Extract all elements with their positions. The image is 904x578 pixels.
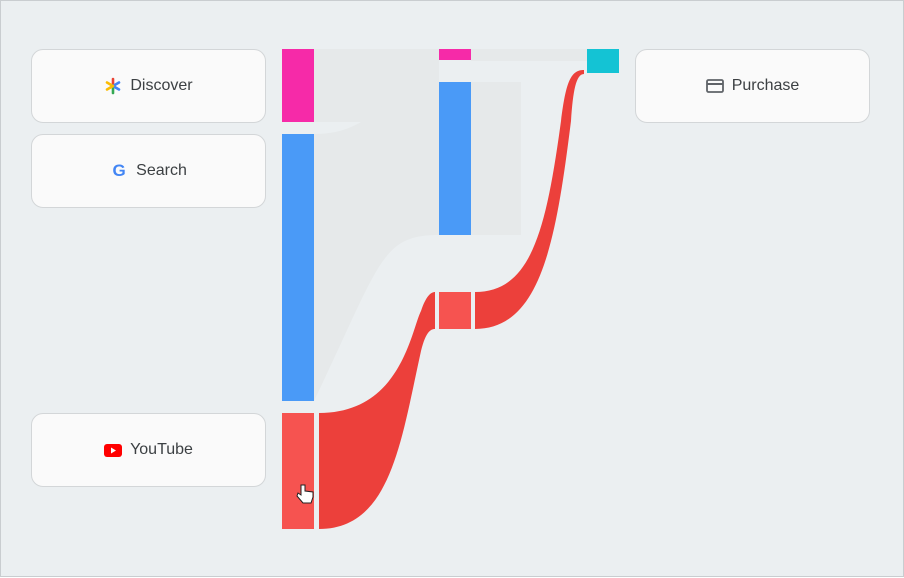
flow-gray-2 <box>471 49 587 61</box>
bar-search[interactable] <box>282 134 314 401</box>
bar-mid-search[interactable] <box>439 82 471 235</box>
flow-gray-1 <box>314 82 439 401</box>
node-search[interactable]: G Search <box>31 134 266 208</box>
bar-discover[interactable] <box>282 49 314 122</box>
google-g-icon: G <box>112 161 126 180</box>
node-discover[interactable]: Discover <box>31 49 266 123</box>
node-label: Search <box>136 162 187 179</box>
bar-mid-discover[interactable] <box>439 49 471 60</box>
node-label: YouTube <box>130 441 193 458</box>
bar-youtube[interactable] <box>282 413 314 529</box>
flow-gray-3 <box>471 82 521 235</box>
node-purchase[interactable]: Purchase <box>635 49 870 123</box>
flow-youtube-to-mid[interactable] <box>319 292 435 529</box>
bar-purchase[interactable] <box>587 49 619 73</box>
flow-mid-to-purchase[interactable] <box>475 70 584 329</box>
node-label: Purchase <box>731 77 800 94</box>
node-youtube[interactable]: YouTube <box>31 413 266 487</box>
hand-cursor-icon <box>296 484 314 504</box>
bar-mid-youtube[interactable] <box>439 292 471 329</box>
credit-card-icon <box>705 77 724 95</box>
node-label: Discover <box>130 77 193 94</box>
discover-asterisk-icon <box>104 77 122 95</box>
youtube-icon <box>104 441 123 459</box>
